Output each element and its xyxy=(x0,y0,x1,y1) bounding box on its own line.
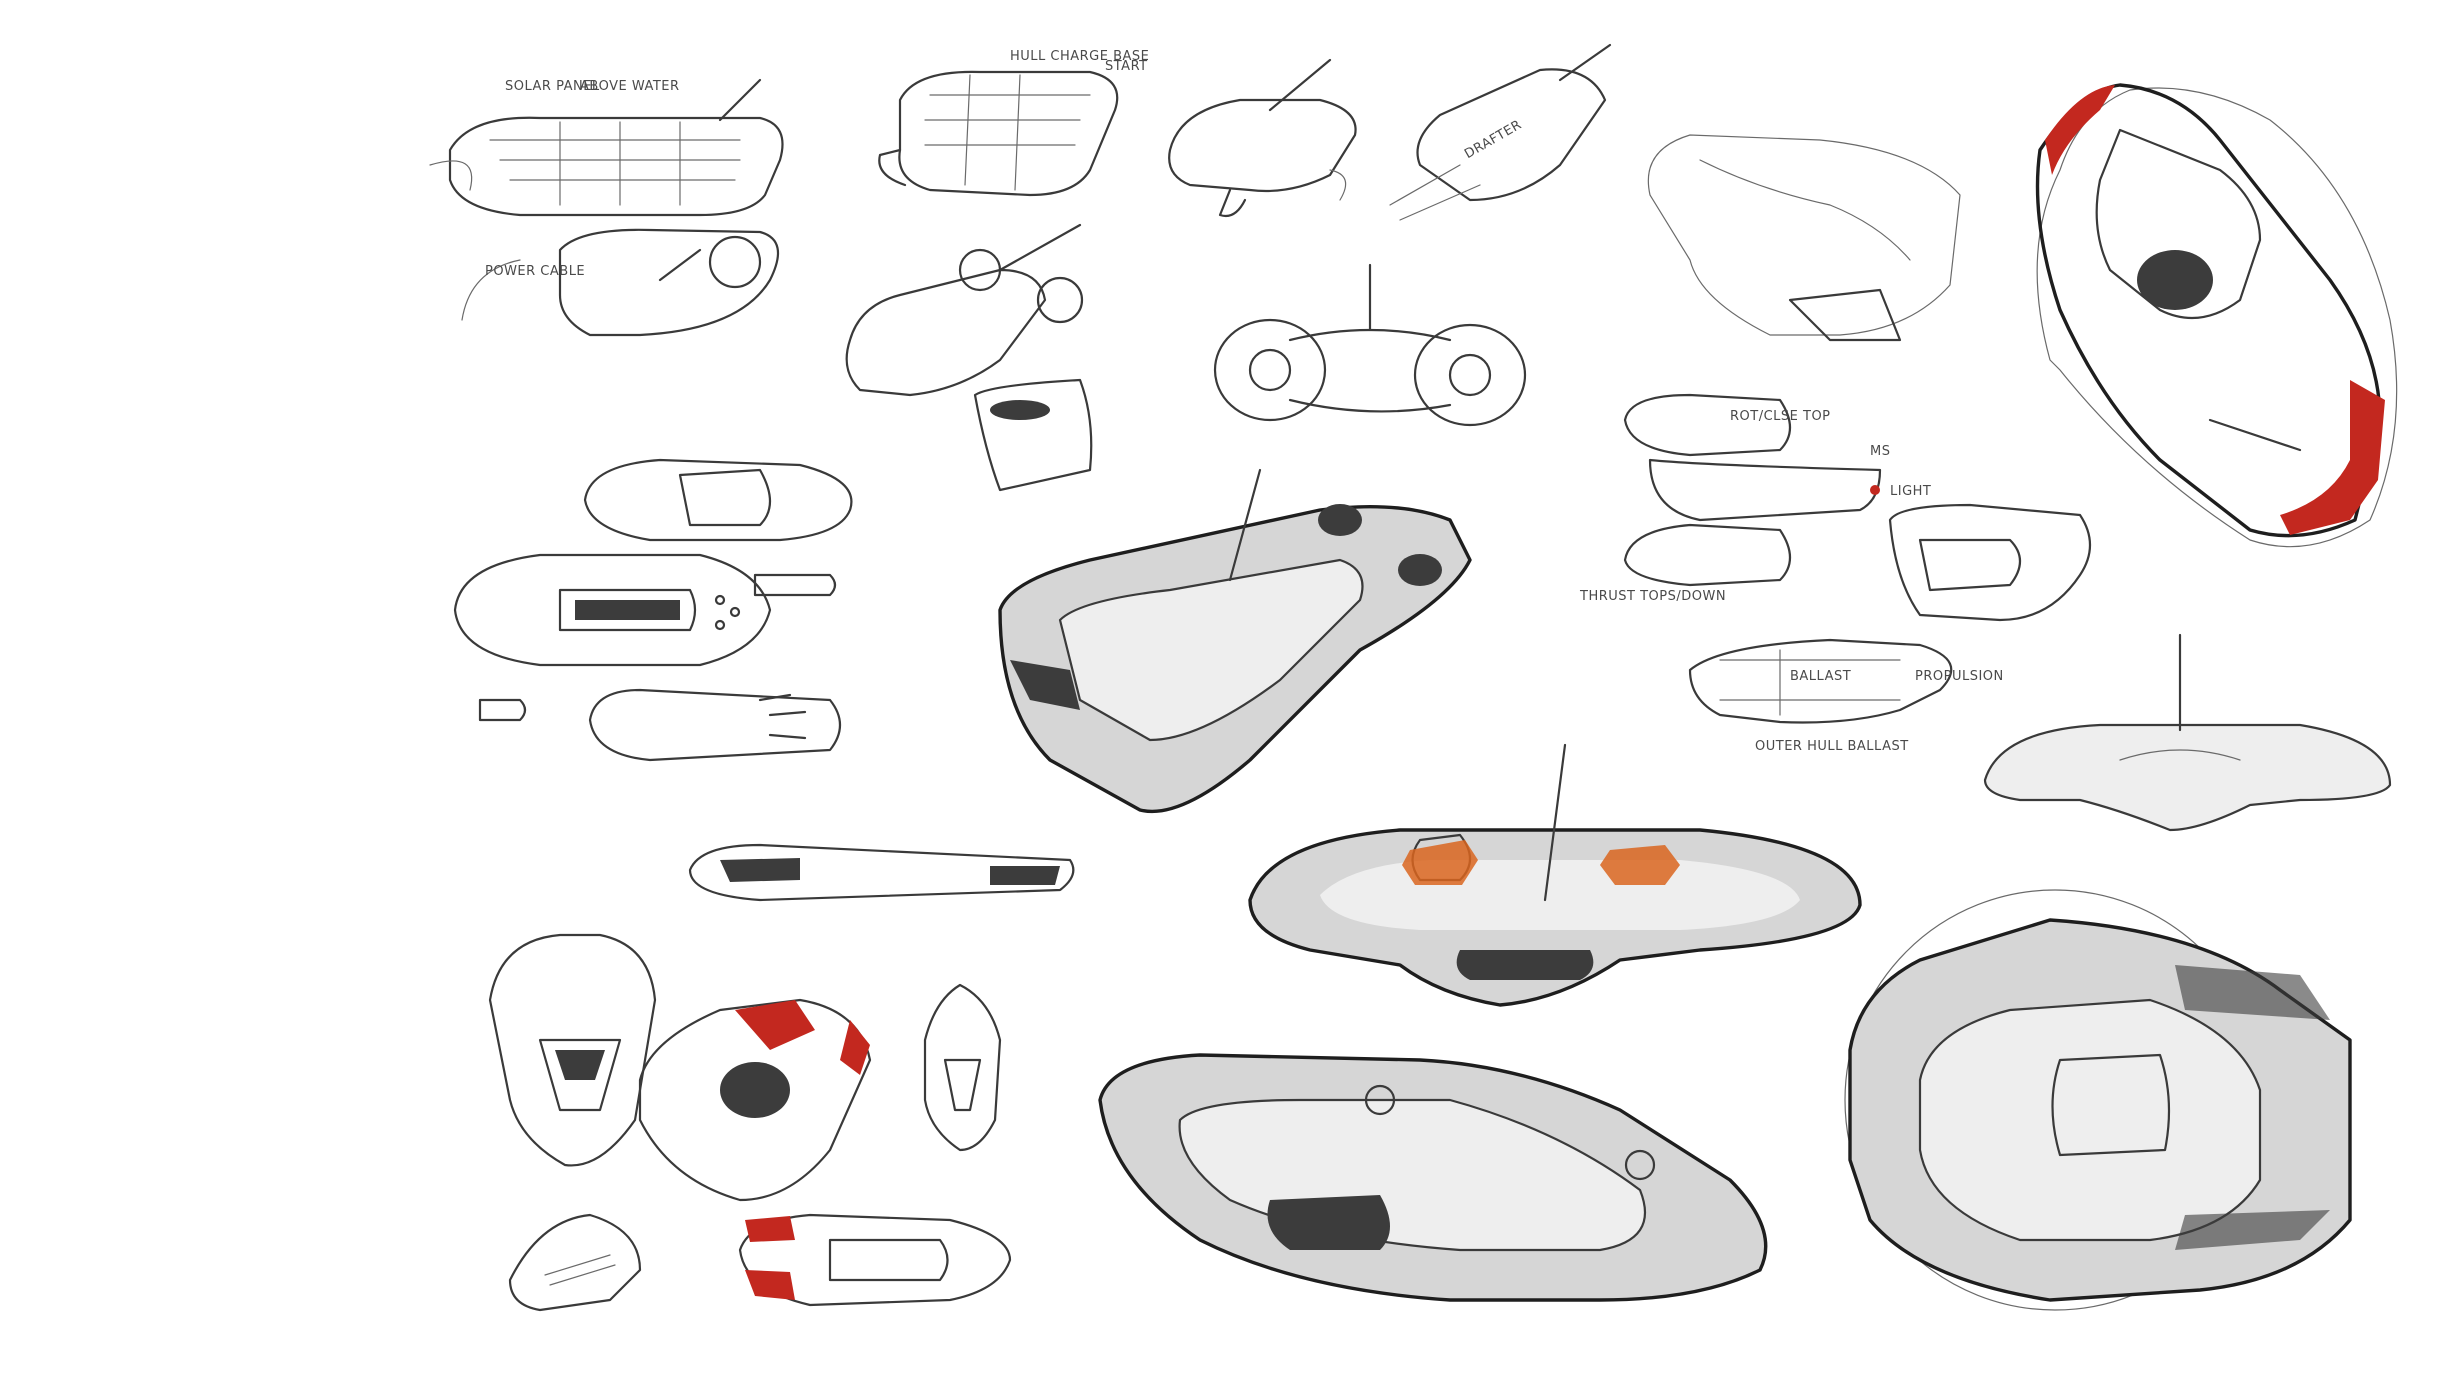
sketch-open-frame-hull xyxy=(1647,134,1961,342)
annotation-hull-charge-base: HULL CHARGE BASE xyxy=(1010,49,1149,64)
sketch-propeller-drone xyxy=(845,223,1093,492)
sketch-hood-front-view xyxy=(488,933,657,1167)
sketch-orange-saucer xyxy=(1248,743,1862,1007)
sketch-annotated-light-craft: ROT/CLSE TOP MS LIGHT THRUST TOPS/DOWN xyxy=(1579,393,1931,604)
sketch-solar-panel-drone: SOLAR PANEL ABOVE WATER POWER CABLE xyxy=(429,78,784,337)
sketch-saucer-antenna xyxy=(1983,633,2392,832)
sketch-ballast-section: BALLAST PROPULSION OUTER HULL BALLAST xyxy=(1688,638,2004,754)
annotation-drafter: DRAFTER xyxy=(1462,117,1524,162)
sketch-small-pod-top xyxy=(1888,503,2091,622)
sketch-pod-profile-1 xyxy=(583,458,853,542)
annotation-solar-panel: SOLAR PANEL xyxy=(505,79,600,94)
sketch-wheeled-drone xyxy=(1213,263,1527,427)
annotation-ms: MS xyxy=(1870,444,1890,459)
annotation-propulsion: PROPULSION xyxy=(1915,669,2004,684)
sketch-red-tipped-pod xyxy=(738,1213,1012,1307)
sketch-red-pod-angled xyxy=(638,998,872,1202)
sketch-small-grille-pod xyxy=(508,1213,642,1312)
sketch-drafter-drone: DRAFTER xyxy=(1389,43,1612,221)
annotation-ballast: BALLAST xyxy=(1790,669,1851,684)
sketch-bottom-frame-craft xyxy=(1098,1053,1768,1302)
sketch-pod-profile-2 xyxy=(453,553,772,667)
annotation-power-cable: POWER CABLE xyxy=(485,264,585,279)
sketch-ring-craft-topdown xyxy=(1844,889,2352,1311)
annotation-rotor-top: ROT/CLSE TOP xyxy=(1730,409,1831,424)
annotation-start: START xyxy=(1105,59,1148,74)
sketch-twin-pod-drone xyxy=(1168,58,1357,218)
sketch-red-trim-craft xyxy=(2035,83,2398,548)
sketch-pod-profile-3 xyxy=(588,688,842,762)
sketch-small-parts xyxy=(478,573,837,722)
sketch-slim-pod-front xyxy=(923,983,1002,1152)
sketch-large-frame-craft xyxy=(998,468,1472,814)
annotation-light: LIGHT xyxy=(1890,484,1931,499)
sketch-long-profile xyxy=(688,843,1075,902)
annotation-thrust-tops-down: THRUST TOPS/DOWN xyxy=(1579,589,1726,604)
annotation-outer-hull-ballast: OUTER HULL BALLAST xyxy=(1755,739,1909,754)
sketch-hull-charge-base: HULL CHARGE BASE START xyxy=(878,49,1149,197)
annotation-above-water: ABOVE WATER xyxy=(580,79,680,94)
